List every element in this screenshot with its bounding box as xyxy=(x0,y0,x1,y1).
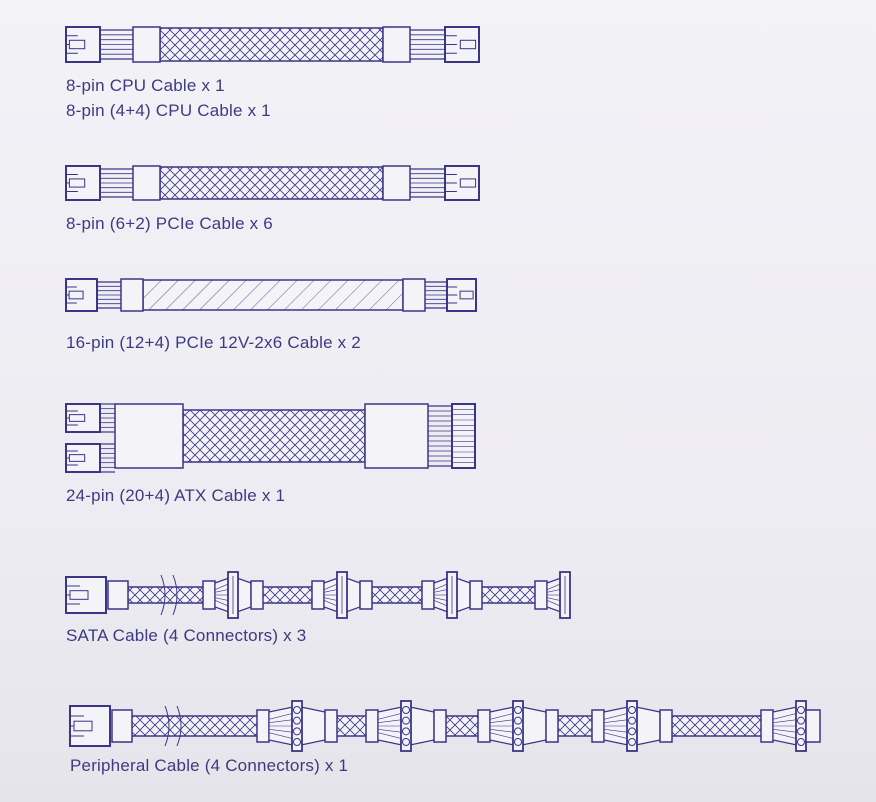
cable-label-atx-24pin: 24-pin (20+4) ATX Cable x 1 xyxy=(66,486,286,505)
molex-connector xyxy=(400,700,412,752)
cable-sleeve xyxy=(142,279,404,311)
sleeve-clamp xyxy=(359,580,373,610)
cable-label-sata: SATA Cable (4 Connectors) x 3 xyxy=(66,626,307,645)
cable-atx-24pin xyxy=(65,403,476,473)
cable-break-mark xyxy=(160,574,178,616)
sleeve-clamp xyxy=(591,709,605,743)
sleeve-clamp xyxy=(421,580,435,610)
cable-sleeve xyxy=(182,409,366,463)
sleeve-clamp xyxy=(545,709,559,743)
sleeve-clamp xyxy=(256,709,270,743)
cable-label-pcie-6plus2: 8-pin (6+2) PCIe Cable x 6 xyxy=(66,214,273,233)
sleeve-clamp xyxy=(250,580,264,610)
sleeve-clamp xyxy=(311,580,325,610)
cable-label-12v-2x6: 16-pin (12+4) PCIe 12V-2x6 Cable x 2 xyxy=(66,333,361,352)
sleeve-clamp xyxy=(365,709,379,743)
sleeve-clamp xyxy=(534,580,548,610)
sleeve-clamp xyxy=(107,580,129,610)
sleeve-clamp xyxy=(132,165,161,201)
molex-connector xyxy=(626,700,638,752)
sleeve-clamp xyxy=(132,26,161,63)
sleeve-clamp xyxy=(469,580,483,610)
cable-sleeve xyxy=(159,166,384,200)
sleeve-clamp xyxy=(382,26,411,63)
sleeve-clamp xyxy=(433,709,447,743)
sleeve-clamp xyxy=(760,709,774,743)
sleeve-clamp xyxy=(202,580,216,610)
sleeve-clamp xyxy=(659,709,673,743)
cable-break-mark xyxy=(164,705,182,747)
sleeve-clamp xyxy=(114,403,184,469)
cable-sleeve xyxy=(124,715,802,737)
cable-label-peripheral: Peripheral Cable (4 Connectors) x 1 xyxy=(70,756,349,775)
sleeve-clamp xyxy=(382,165,411,201)
sleeve-clamp xyxy=(402,278,426,312)
cable-label-8pin-cpu: 8-pin CPU Cable x 1 xyxy=(66,76,225,95)
cable-8pin-cpu xyxy=(65,26,480,63)
sleeve-clamp xyxy=(477,709,491,743)
molex-end-cap xyxy=(805,709,821,743)
sleeve-clamp xyxy=(120,278,144,312)
molex-connector xyxy=(512,700,524,752)
cable-sata xyxy=(65,571,571,619)
molex-connector xyxy=(291,700,303,752)
cable-8pin-pcie xyxy=(65,165,480,201)
sleeve-clamp xyxy=(111,709,133,743)
sleeve-clamp xyxy=(364,403,429,469)
cable-sleeve xyxy=(159,27,384,62)
cable-peripheral xyxy=(69,700,821,752)
cable-12v-2x6 xyxy=(65,278,477,312)
cable-label-8pin-4plus4-cpu: 8-pin (4+4) CPU Cable x 1 xyxy=(66,101,271,120)
sleeve-clamp xyxy=(324,709,338,743)
